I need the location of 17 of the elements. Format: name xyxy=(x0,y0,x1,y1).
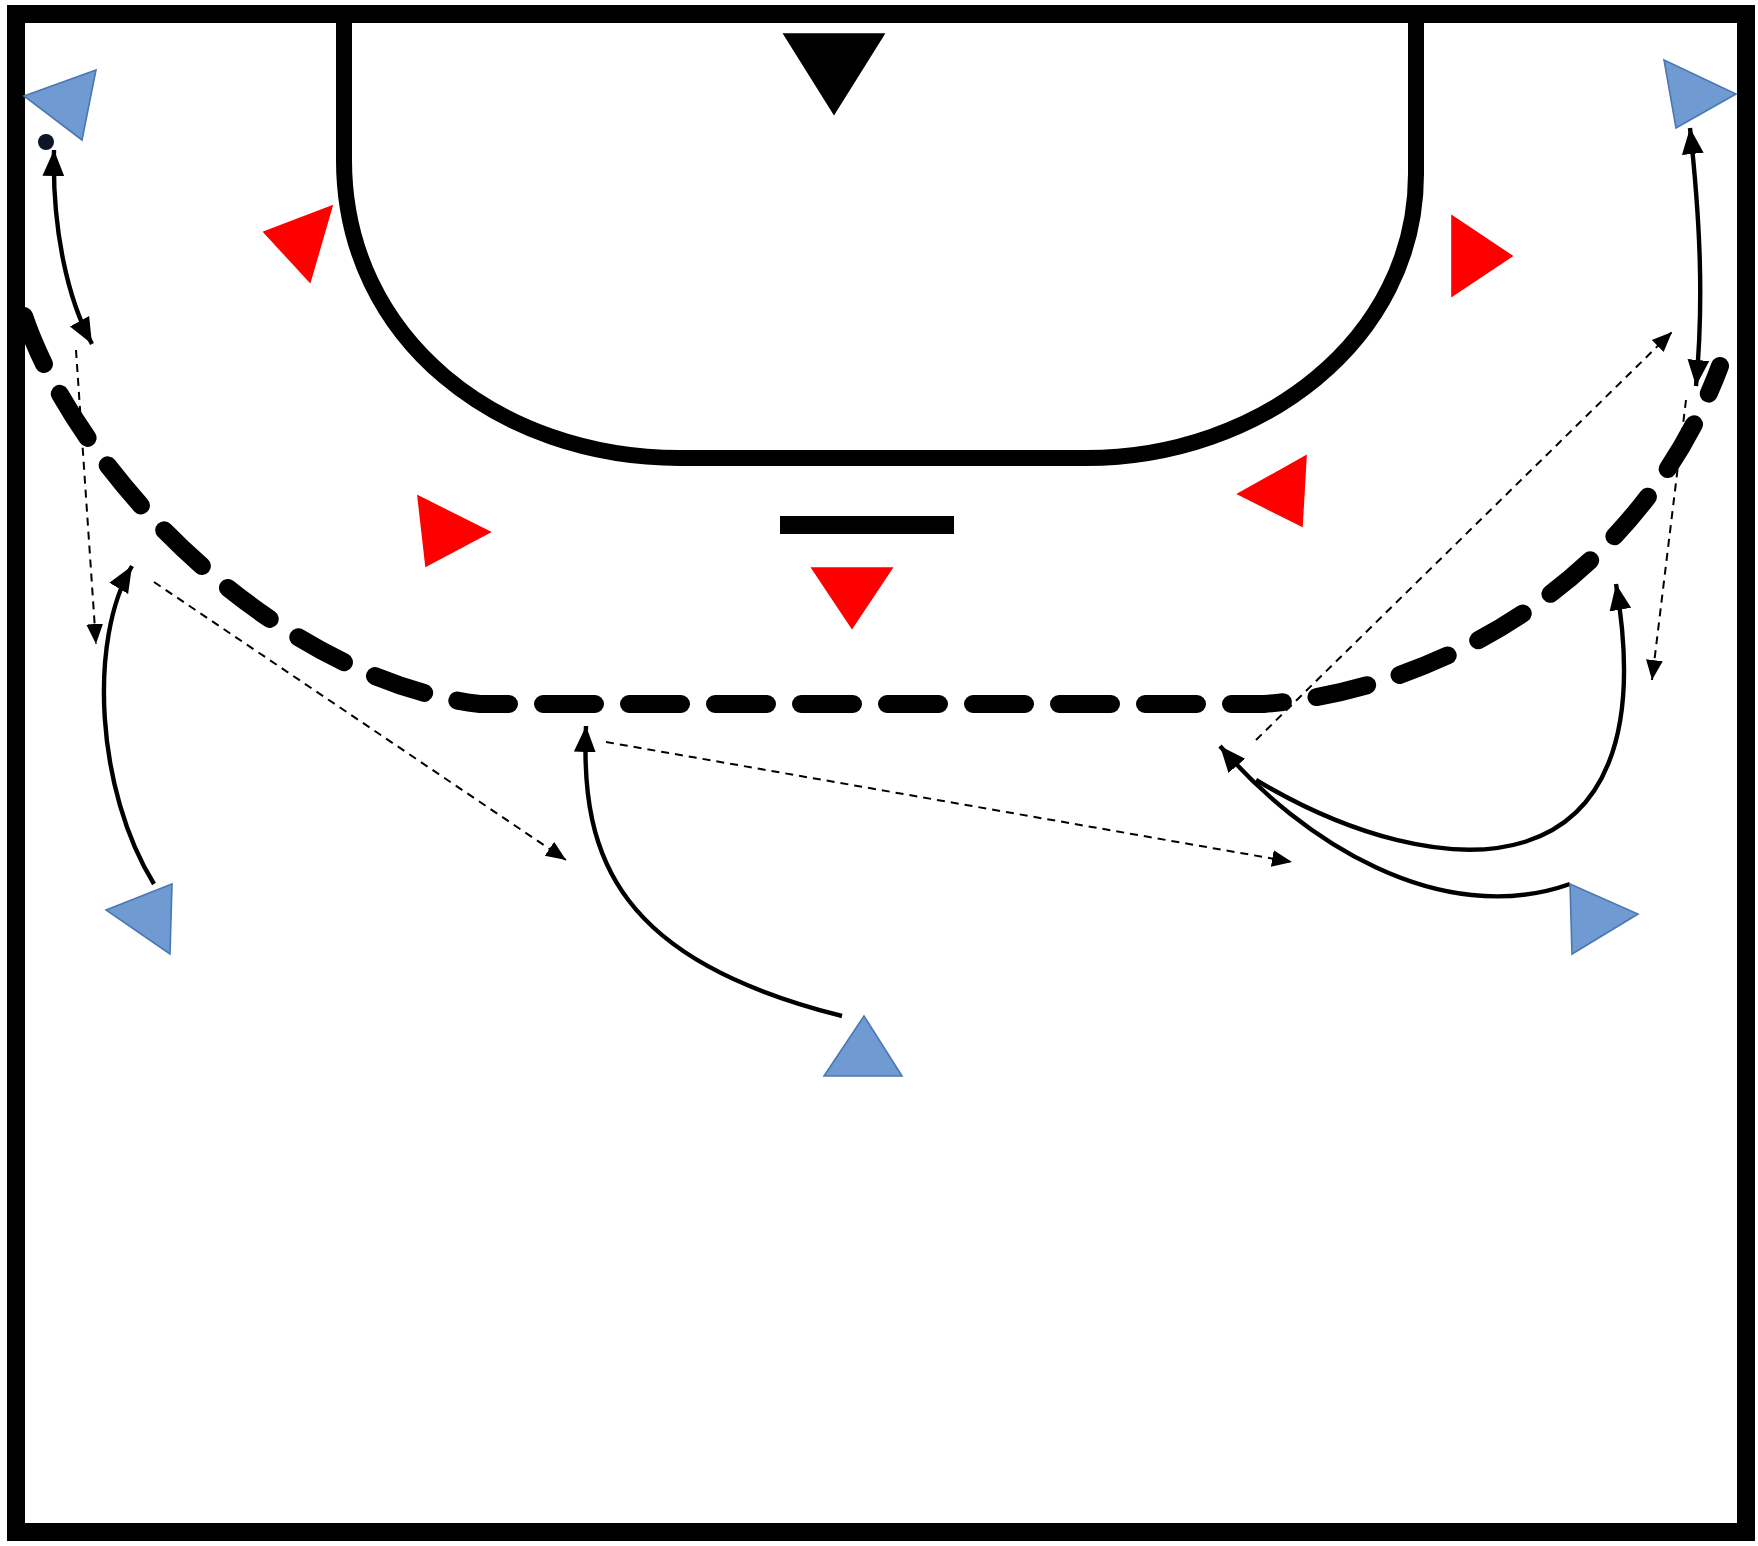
double-headed-arrow xyxy=(42,150,94,345)
triangle-icon xyxy=(1238,456,1306,526)
triangle-icon xyxy=(106,884,172,954)
dot-icon xyxy=(38,134,54,150)
curved-arrow xyxy=(1218,744,1571,899)
triangle-icon xyxy=(784,34,884,114)
triangle-icon xyxy=(824,1016,902,1076)
triangle-icon xyxy=(418,496,490,566)
double-headed-arrow xyxy=(1681,127,1709,387)
triangle-icon xyxy=(1570,884,1638,954)
triangle-icon xyxy=(24,70,96,140)
curved-arrow xyxy=(101,565,156,886)
triangle-icon xyxy=(1452,216,1512,296)
triangle-icon xyxy=(812,568,892,628)
curved-arrow xyxy=(574,725,843,1019)
triangle-icon xyxy=(264,206,332,282)
triangle-icon xyxy=(1664,60,1736,128)
